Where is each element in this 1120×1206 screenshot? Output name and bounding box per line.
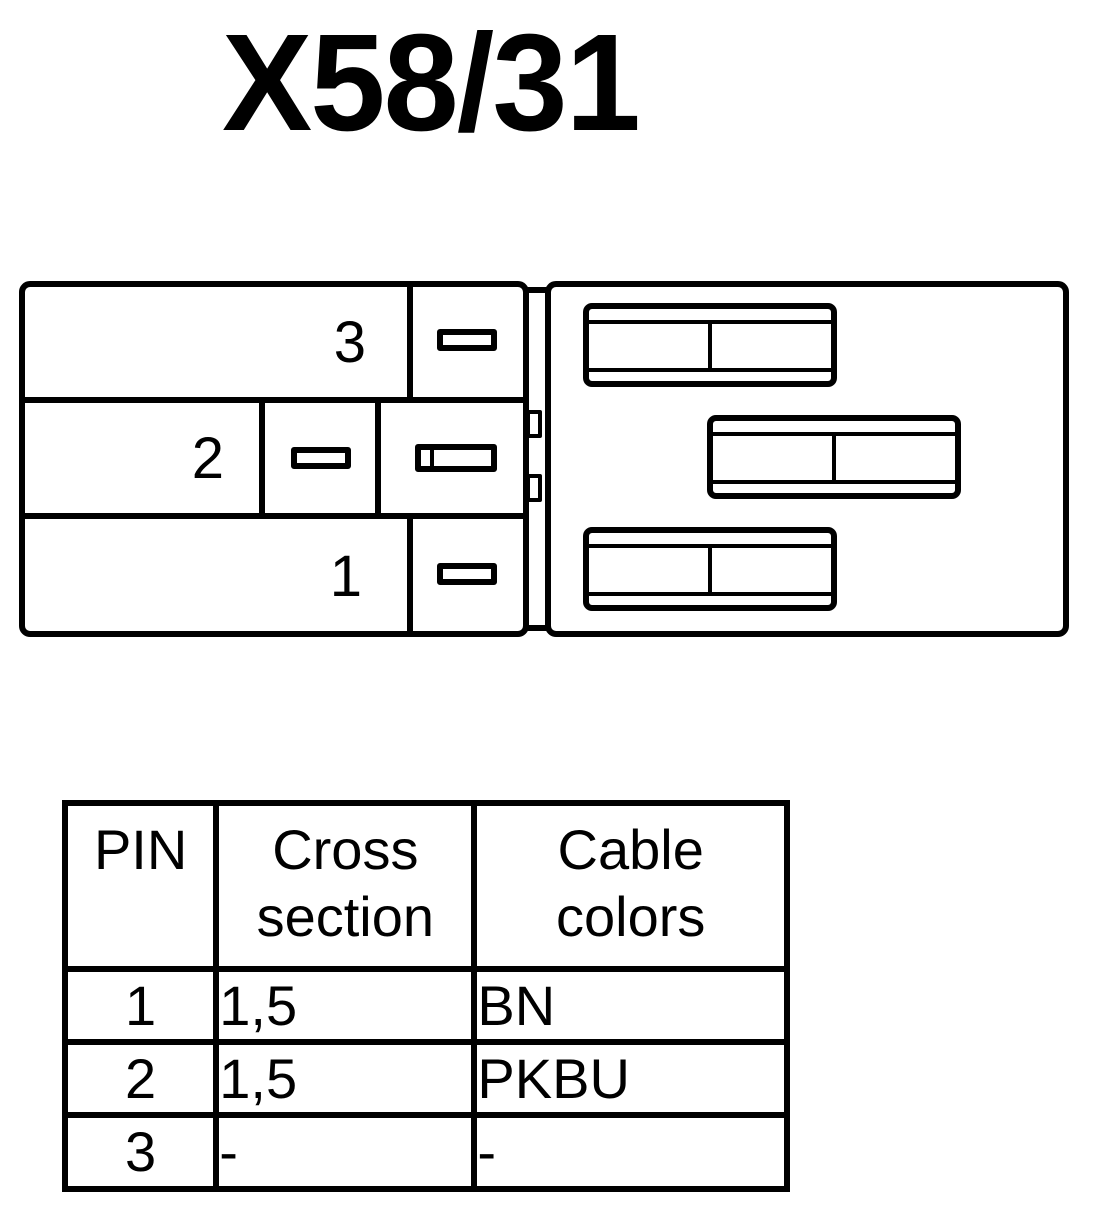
pin-label-3: 3 <box>334 310 366 375</box>
connector-right-housing <box>545 281 1069 637</box>
table-row: 1 1,5 BN <box>61 965 790 1046</box>
cell-cable-color: BN <box>471 965 790 1046</box>
table-row: 2 1,5 PKBU <box>61 1039 790 1119</box>
header-pin: PIN <box>61 800 220 972</box>
table-row: 3 - - <box>61 1112 790 1192</box>
latch-top <box>583 303 837 387</box>
cell-pin: 1 <box>61 965 220 1046</box>
pin-3-slot <box>437 329 497 351</box>
pin-label-2: 2 <box>192 426 224 491</box>
connector-hinge <box>523 287 551 631</box>
pin-2-slot-b <box>415 444 497 472</box>
cell-cross-section: 1,5 <box>213 965 478 1046</box>
pin-2-slot-a <box>291 447 351 469</box>
pin-label-1: 1 <box>330 544 362 609</box>
cell-cross-section: 1,5 <box>213 1039 478 1119</box>
latch-bottom <box>583 527 837 611</box>
latch-middle <box>707 415 961 499</box>
pin-1-slot <box>437 563 497 585</box>
cell-pin: 2 <box>61 1039 220 1119</box>
cell-cable-color: - <box>471 1112 790 1192</box>
connector-title: X58/31 <box>222 6 641 160</box>
cell-cross-section: - <box>213 1112 478 1192</box>
connector-diagram: 3 2 1 <box>19 281 1069 637</box>
cell-pin: 3 <box>61 1112 220 1192</box>
cell-cable-color: PKBU <box>471 1039 790 1119</box>
